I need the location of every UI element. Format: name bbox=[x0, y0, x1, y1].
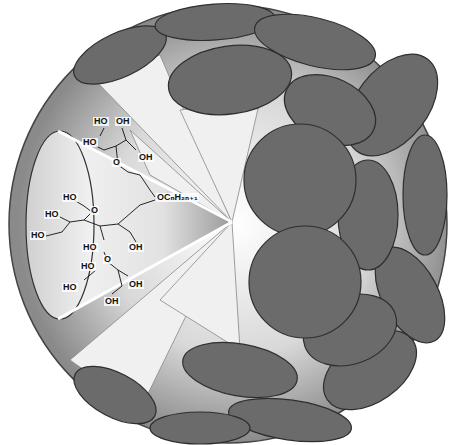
atom-label: HO bbox=[62, 283, 78, 292]
atom-label: OH bbox=[115, 117, 131, 126]
glycolipid-bonds bbox=[46, 128, 155, 294]
atom-label: HO bbox=[80, 262, 96, 271]
atom-label: HO bbox=[30, 231, 46, 240]
atom-label: OH bbox=[128, 243, 144, 252]
atom-label: O bbox=[103, 255, 112, 264]
front-cone bbox=[26, 131, 232, 319]
atom-label: HO bbox=[44, 210, 60, 219]
atom-label: OH bbox=[104, 297, 120, 306]
atom-label: OCₙH₂ₙ₊₁ bbox=[156, 193, 199, 202]
atom-label: HO bbox=[93, 117, 109, 126]
atom-label: OH bbox=[138, 153, 154, 162]
atom-label: O bbox=[112, 158, 121, 167]
atom-label: O bbox=[90, 206, 99, 215]
atom-label: HO bbox=[82, 243, 98, 252]
atom-label: HO bbox=[62, 193, 78, 202]
atom-label: OH bbox=[128, 280, 144, 289]
atom-label: HO bbox=[82, 138, 98, 147]
